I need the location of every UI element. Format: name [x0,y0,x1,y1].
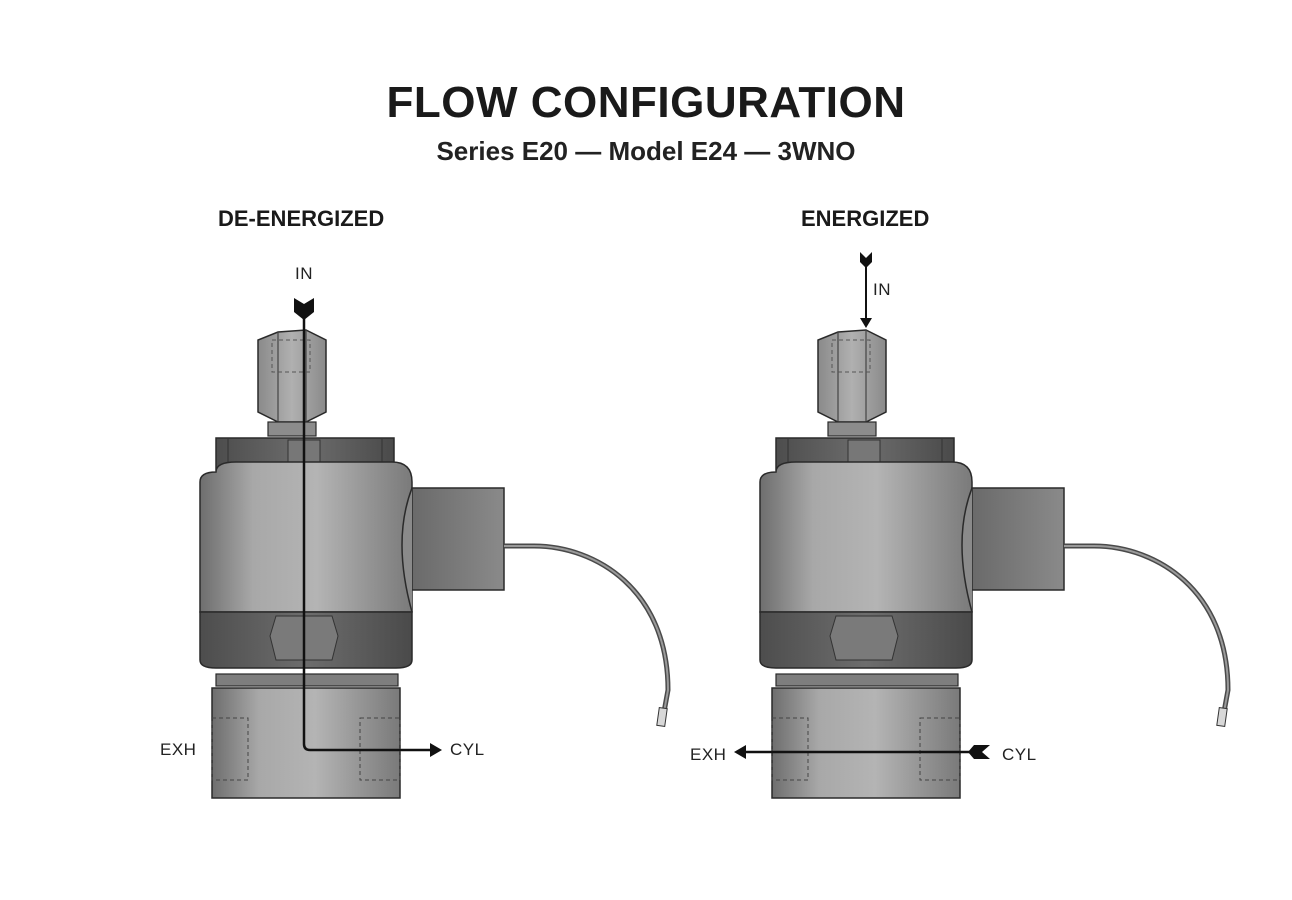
port-label-exh-left: EXH [160,740,197,759]
valve-energized [760,330,1228,798]
flow-arrow-cyl-to-exh [734,745,990,759]
state-label-energized: ENERGIZED [801,206,930,231]
state-label-de-energized: DE-ENERGIZED [218,206,385,231]
port-label-in-left: IN [295,264,313,283]
valve-de-energized [200,330,668,798]
port-label-cyl-right: CYL [1002,745,1037,764]
diagram-subtitle: Series E20 — Model E24 — 3WNO [436,136,856,166]
port-label-cyl-left: CYL [450,740,485,759]
flow-arrow-in-to-cyl [294,298,442,757]
diagram-title: FLOW CONFIGURATION [386,78,906,127]
flow-arrow-in-right [860,252,872,328]
port-label-in-right: IN [873,280,891,299]
port-label-exh-right: EXH [690,745,727,764]
